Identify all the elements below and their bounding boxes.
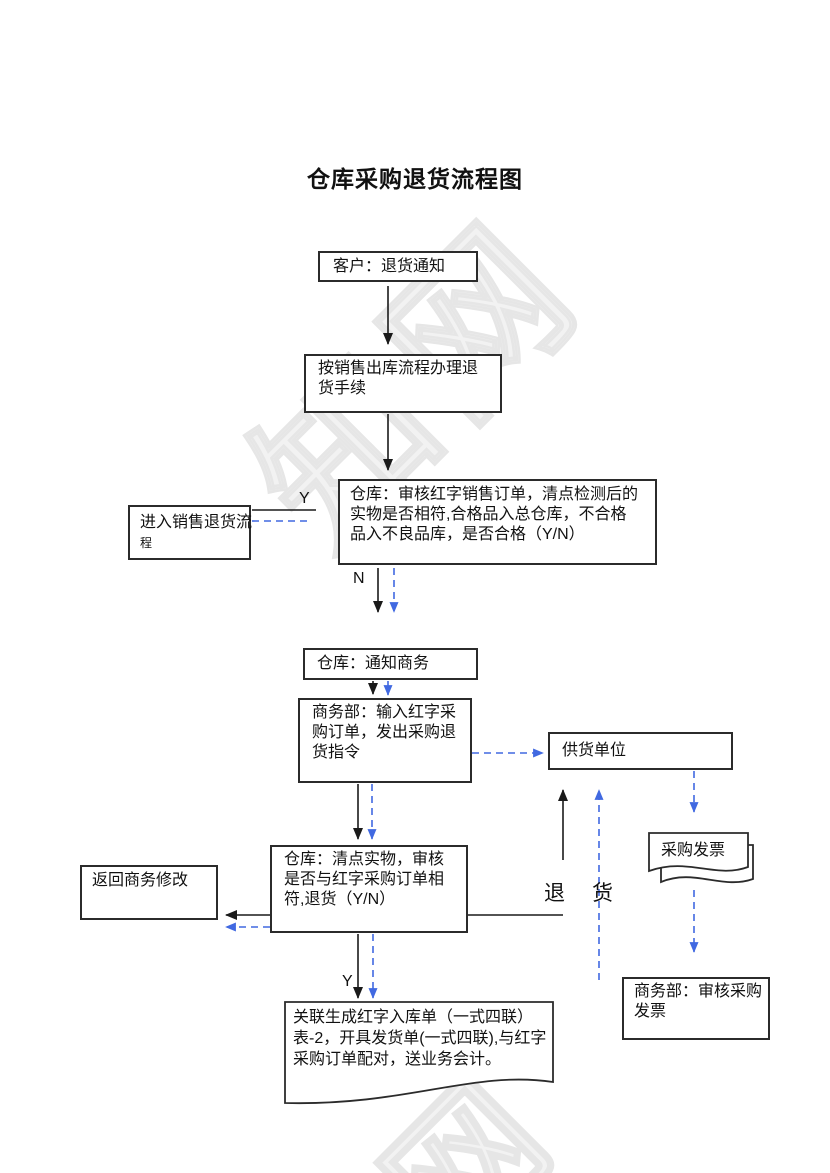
- node-enter-sales-return: 进入销售退货流 程: [128, 505, 253, 560]
- branch-label-y-bottom: Y: [342, 973, 353, 990]
- branch-label-y-top: Y: [299, 490, 310, 507]
- red-entry-doc-shape: [284, 1001, 554, 1105]
- node-business-issue-order: 商务部：输入红字采购订单，发出采购退货指令: [298, 698, 472, 783]
- node-sales-outbound-process: 按销售出库流程办理退货手续: [304, 354, 502, 413]
- doc-red-entry-label: 关联生成红字入库单（一式四联）表-2，开具发货单(一式四联),与红字采购订单配对…: [293, 1009, 547, 1068]
- purchase-invoice-shape: [648, 832, 749, 873]
- node-warehouse-notify-business: 仓库：通知商务: [303, 648, 478, 680]
- node-enter-sales-return-line2: 程: [140, 536, 153, 550]
- node-return-to-business: 返回商务修改: [80, 865, 218, 920]
- node-warehouse-verify-decision: 仓库：清点实物，审核是否与红字采购订单相符,退货（Y/N）: [270, 845, 468, 933]
- doc-purchase-invoice-label: 采购发票: [661, 842, 726, 859]
- node-supplier: 供货单位: [548, 732, 733, 770]
- node-enter-sales-return-line1: 进入销售退货流: [140, 514, 253, 531]
- solid-connectors: [225, 286, 568, 999]
- node-customer-notice: 客户：退货通知: [318, 251, 478, 282]
- dashed-connectors: [225, 520, 699, 999]
- return-goods-label: 退货: [544, 882, 640, 905]
- node-business-audit-invoice: 商务部：审核采购发票: [622, 977, 770, 1040]
- branch-label-n: N: [353, 570, 365, 587]
- node-warehouse-audit-decision: 仓库：审核红字销售订单，清点检测后的实物是否相符,合格品入总仓库，不合格品入不良…: [338, 479, 657, 565]
- page-title: 仓库采购退货流程图: [307, 166, 523, 192]
